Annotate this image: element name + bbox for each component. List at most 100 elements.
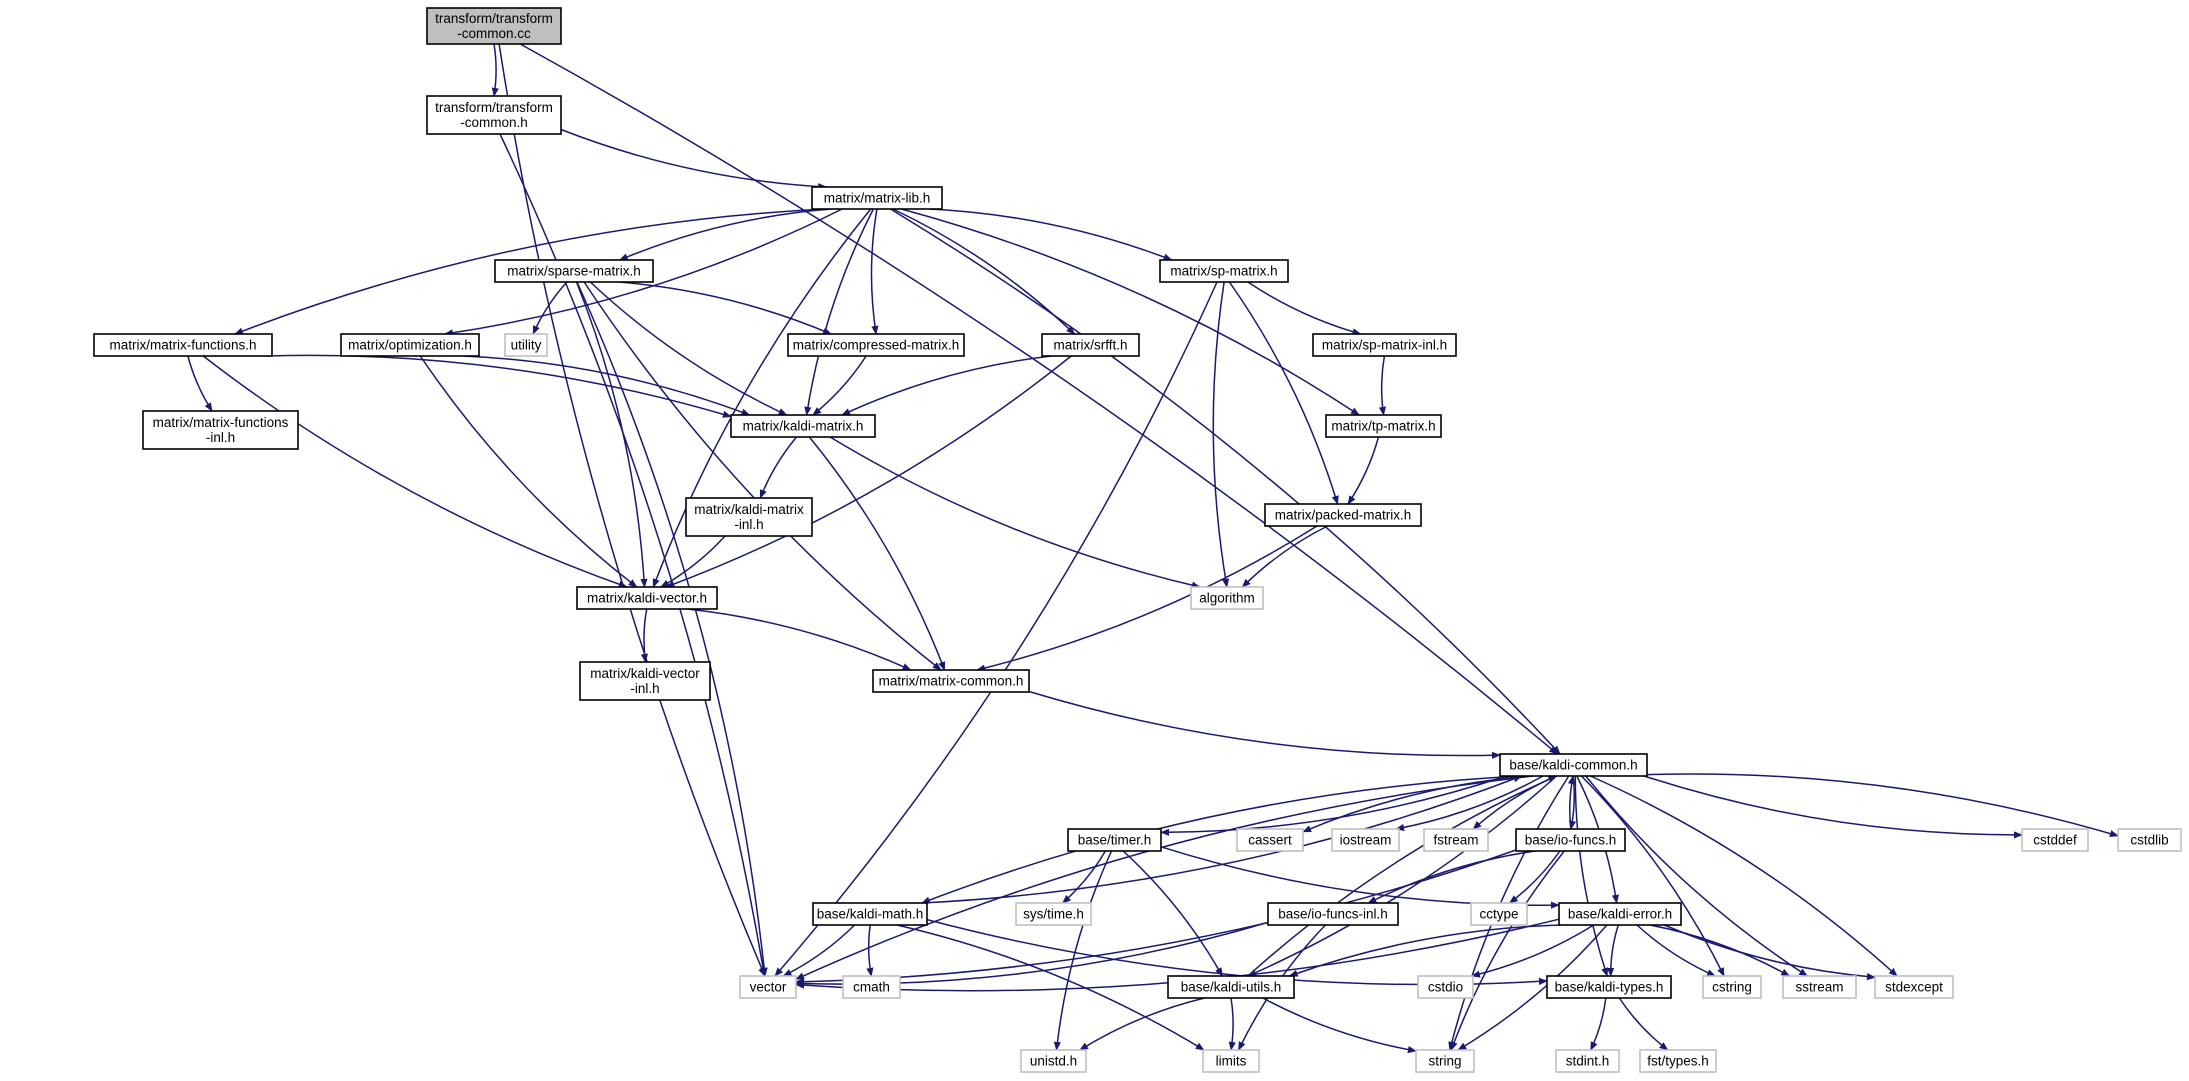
edge-kutils-to-limits — [1228, 997, 1236, 1051]
edge-mlib-to-opt — [444, 208, 843, 337]
edge-mlib-to-comp — [870, 208, 879, 335]
node-ktypes[interactable]: base/kaldi-types.h — [1546, 975, 1672, 999]
node-fsttypes-box — [1639, 1049, 1717, 1073]
node-iofuncsinl[interactable]: base/io-funcs-inl.h — [1267, 902, 1399, 926]
node-kmat[interactable]: matrix/kaldi-matrix.h — [730, 414, 876, 438]
edge-srfft-to-kmat — [841, 355, 1052, 416]
node-kmatinl-box — [685, 497, 813, 537]
node-tc_cc[interactable]: transform/transform-common.cc — [426, 7, 562, 45]
node-cctype-label-0: cctype — [1479, 907, 1518, 922]
node-kerror[interactable]: base/kaldi-error.h — [1558, 902, 1682, 926]
node-kvec[interactable]: matrix/kaldi-vector.h — [576, 586, 718, 610]
node-mlib-box — [811, 186, 943, 210]
edge-srfft-to-kvec — [665, 355, 1072, 588]
node-mfun-label-0: matrix/matrix-functions.h — [109, 338, 256, 353]
node-iofuncsinl-box — [1267, 902, 1399, 926]
node-string-label-0: string — [1428, 1054, 1461, 1069]
node-tc_h[interactable]: transform/transform-common.h — [426, 95, 562, 135]
node-packed[interactable]: matrix/packed-matrix.h — [1264, 503, 1422, 527]
node-cstdlib: cstdlib — [2117, 828, 2182, 852]
edge-sparse-to-vector — [576, 281, 768, 977]
edge-kcommon-to-timer — [1160, 775, 1507, 836]
node-mcommon-box — [872, 669, 1030, 693]
edge-sparse-to-comp — [618, 281, 832, 335]
node-systime-box — [1015, 902, 1092, 926]
edge-mfun-to-kmat — [267, 354, 732, 418]
node-cctype: cctype — [1470, 902, 1528, 926]
node-comp[interactable]: matrix/compressed-matrix.h — [787, 333, 965, 357]
node-spm[interactable]: matrix/sp-matrix.h — [1159, 259, 1289, 283]
edge-mlib-to-spm — [929, 208, 1173, 261]
node-srfft[interactable]: matrix/srfft.h — [1041, 333, 1140, 357]
node-systime-label-0: sys/time.h — [1023, 907, 1084, 922]
edge-sparse-to-kvec — [575, 281, 648, 588]
node-kmat-box — [730, 414, 876, 438]
node-sstream-box — [1782, 975, 1857, 999]
edge-mcommon-to-kcommon — [1028, 690, 1501, 759]
node-kcommon-box — [1499, 753, 1648, 777]
node-mfuninl[interactable]: matrix/matrix-functions-inl.h — [142, 410, 299, 450]
node-cstdio-box — [1417, 975, 1474, 999]
node-cstring-label-0: cstring — [1712, 980, 1752, 995]
node-comp-box — [787, 333, 965, 357]
node-kvecinl[interactable]: matrix/kaldi-vector-inl.h — [579, 661, 711, 701]
node-kerror-box — [1558, 902, 1682, 926]
node-unistd-label-0: unistd.h — [1030, 1054, 1077, 1069]
node-opt[interactable]: matrix/optimization.h — [340, 333, 480, 357]
edge-mlib-to-kcommon — [890, 208, 1561, 755]
node-tc_h-box — [426, 95, 562, 135]
node-kmath[interactable]: base/kaldi-math.h — [812, 902, 928, 926]
node-packed-box — [1264, 503, 1422, 527]
node-kmatinl[interactable]: matrix/kaldi-matrix-inl.h — [685, 497, 813, 537]
node-iofuncs[interactable]: base/io-funcs.h — [1515, 828, 1626, 852]
edge-kerror-to-stdexcept — [1664, 924, 1876, 981]
node-srfft-label-0: matrix/srfft.h — [1053, 338, 1127, 353]
node-limits: limits — [1202, 1049, 1260, 1073]
node-stdexcept-label-0: stdexcept — [1885, 980, 1943, 995]
node-kcommon[interactable]: base/kaldi-common.h — [1499, 753, 1648, 777]
node-fstream-box — [1423, 828, 1489, 852]
edge-kutils-to-string — [1262, 997, 1417, 1054]
edge-ktypes-to-fsttypes — [1618, 997, 1669, 1051]
edge-tc_cc-to-kcommon — [519, 43, 1559, 755]
node-mfun[interactable]: matrix/matrix-functions.h — [93, 333, 273, 357]
edge-kmat-to-kmatinl — [759, 436, 798, 499]
node-tpm[interactable]: matrix/tp-matrix.h — [1325, 414, 1442, 438]
node-cmath: cmath — [842, 975, 901, 999]
node-kmath-box — [812, 902, 928, 926]
node-iostream-label-0: iostream — [1340, 833, 1392, 848]
node-limits-label-0: limits — [1216, 1054, 1247, 1069]
edge-tc_h-to-vector — [499, 133, 767, 977]
edge-kerror-to-ktypes — [1607, 924, 1620, 977]
node-cstring: cstring — [1702, 975, 1762, 999]
node-mfun-box — [93, 333, 273, 357]
node-tc_h-label-1: -common.h — [460, 115, 528, 130]
node-cassert-box — [1236, 828, 1304, 852]
node-sparse[interactable]: matrix/sparse-matrix.h — [494, 259, 654, 283]
edge-mlib-to-sparse — [618, 208, 832, 261]
node-spminl[interactable]: matrix/sp-matrix-inl.h — [1312, 333, 1457, 357]
node-timer[interactable]: base/timer.h — [1067, 828, 1162, 852]
node-cstddef: cstddef — [2021, 828, 2089, 852]
edge-kutils-to-unistd — [1079, 997, 1205, 1051]
node-vector: vector — [739, 975, 797, 999]
node-mlib[interactable]: matrix/matrix-lib.h — [811, 186, 943, 210]
edge-mfun-to-mfuninl — [187, 355, 213, 412]
node-kmatinl-label-0: matrix/kaldi-matrix — [694, 502, 804, 517]
node-fstream: fstream — [1423, 828, 1489, 852]
node-kutils-box — [1167, 975, 1295, 999]
edge-kcommon-to-stdexcept — [1590, 775, 1898, 977]
node-timer-box — [1067, 828, 1162, 852]
node-spm-box — [1159, 259, 1289, 283]
edge-iofuncs-to-vector — [795, 849, 1517, 986]
node-kmath-label-0: base/kaldi-math.h — [817, 907, 924, 922]
node-mcommon[interactable]: matrix/matrix-common.h — [872, 669, 1030, 693]
node-cstdio: cstdio — [1417, 975, 1474, 999]
node-iostream: iostream — [1331, 828, 1400, 852]
node-string-box — [1415, 1049, 1475, 1073]
node-kutils[interactable]: base/kaldi-utils.h — [1167, 975, 1295, 999]
node-iofuncs-box — [1515, 828, 1626, 852]
node-mfuninl-label-1: -inl.h — [206, 430, 235, 445]
edge-sparse-to-kmat — [589, 281, 788, 416]
